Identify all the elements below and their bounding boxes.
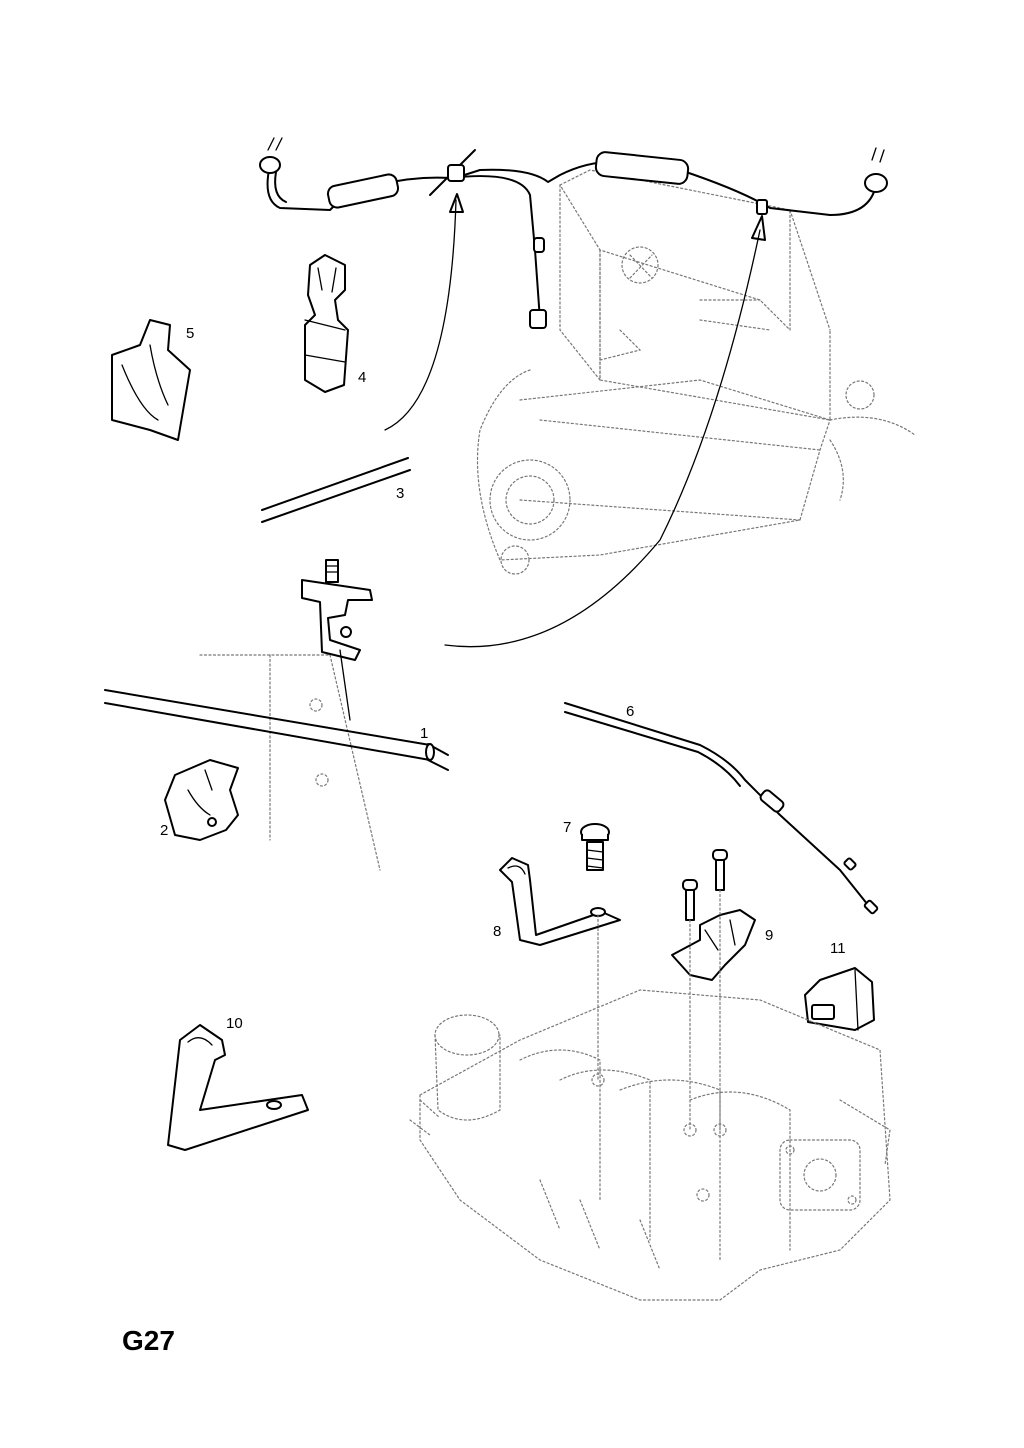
bracket-part-8 xyxy=(499,857,621,1081)
callout-5: 5 xyxy=(186,325,194,342)
clip-part-4 xyxy=(304,254,349,393)
callout-labels: 1 2 3 4 5 6 7 8 9 10 11 xyxy=(160,325,846,1032)
callout-4: 4 xyxy=(358,369,366,386)
cable-part-6 xyxy=(564,702,879,915)
sensor-part-11 xyxy=(804,967,875,1031)
callout-9: 9 xyxy=(765,927,773,944)
callout-2: 2 xyxy=(160,822,168,839)
callout-11: 11 xyxy=(830,940,846,957)
callout-6: 6 xyxy=(626,703,634,720)
callout-8: 8 xyxy=(493,923,501,940)
callout-3: 3 xyxy=(396,485,404,502)
engine-block-illustration xyxy=(476,169,916,575)
clip-part-2 xyxy=(164,759,239,841)
bolt-part-7 xyxy=(580,823,610,871)
bracket-part-10 xyxy=(167,1024,309,1151)
callout-1: 1 xyxy=(420,725,428,742)
leader-arrows xyxy=(384,193,766,648)
intake-manifold-illustration xyxy=(409,989,891,1301)
callout-10: 10 xyxy=(226,1015,243,1032)
page-code: G27 xyxy=(122,1325,175,1356)
bracket-illustration xyxy=(199,559,381,871)
vacuum-hose-harness xyxy=(259,137,888,329)
hose-part-1 xyxy=(104,689,449,771)
bracket-part-9 xyxy=(671,849,756,1131)
callout-7: 7 xyxy=(563,819,571,836)
clip-part-5 xyxy=(111,319,191,441)
hose-part-3 xyxy=(261,457,411,523)
